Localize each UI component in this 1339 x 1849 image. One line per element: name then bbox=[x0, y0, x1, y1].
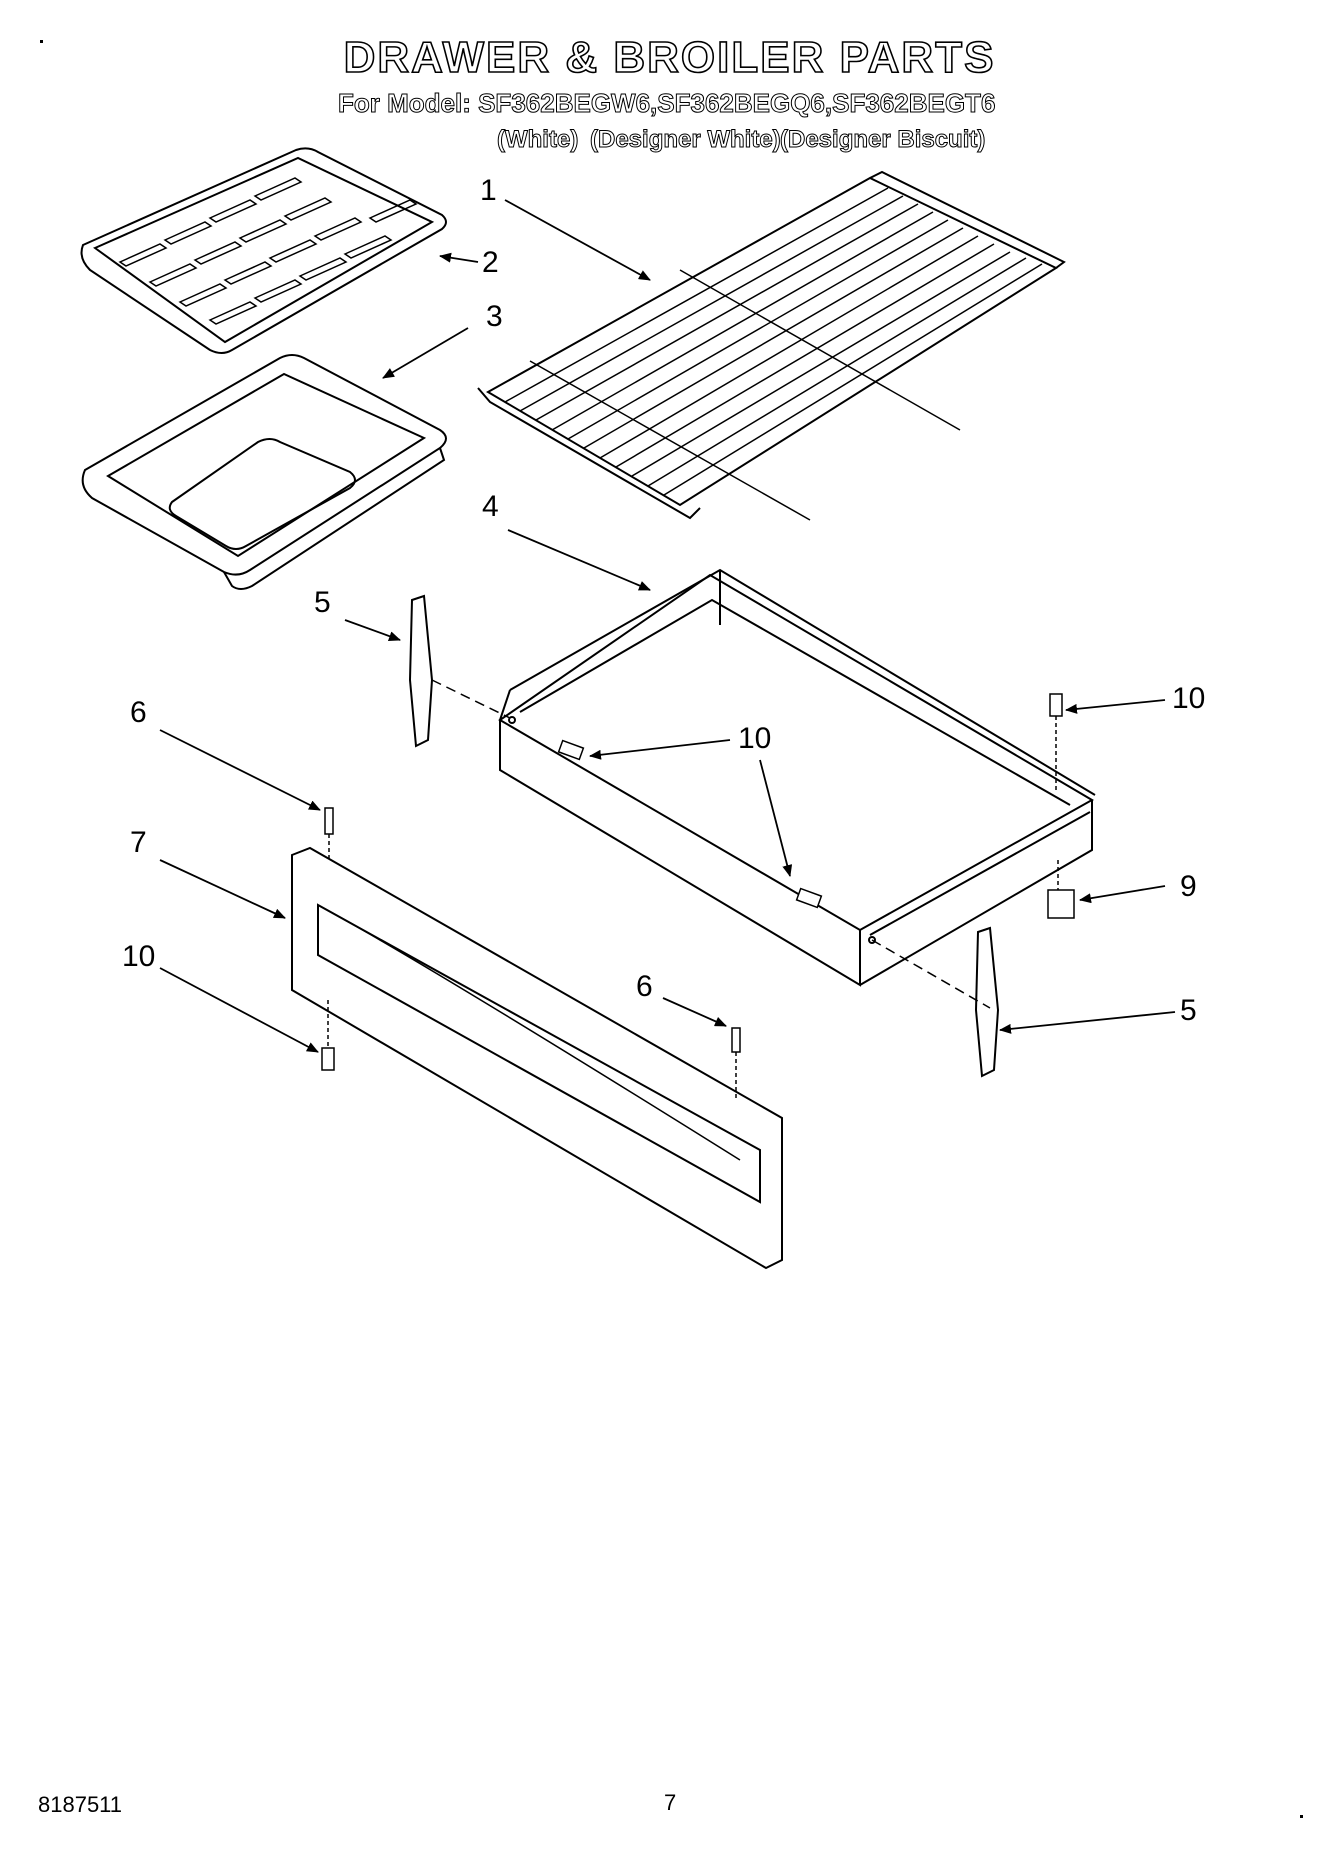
callout-10-right: 10 bbox=[1172, 682, 1205, 715]
rack-drawing bbox=[477, 170, 1066, 521]
clip-drawing bbox=[1047, 860, 1075, 919]
callout-5-left: 5 bbox=[314, 586, 331, 619]
leader-arrow-9 bbox=[1079, 885, 1166, 904]
screw-center-drawing bbox=[557, 739, 585, 761]
variant-white: (White) bbox=[496, 126, 579, 154]
leader-arrow-10-right bbox=[1065, 699, 1166, 714]
callout-2: 2 bbox=[482, 246, 499, 279]
leader-arrow-5-right bbox=[999, 1011, 1176, 1034]
callout-3: 3 bbox=[486, 300, 503, 333]
leader-arrow-10-lower bbox=[759, 759, 793, 877]
pin-left-drawing bbox=[324, 807, 334, 860]
slide-right-alignment-line bbox=[871, 939, 991, 1009]
slide-right-drawing bbox=[974, 926, 1000, 1078]
scan-speck bbox=[1300, 1815, 1303, 1818]
screw-front-drawing bbox=[321, 1000, 335, 1071]
leader-arrow-3 bbox=[382, 327, 469, 379]
page-title: DRAWER & BROILER PARTS bbox=[343, 32, 996, 83]
leader-arrow-7 bbox=[159, 859, 286, 919]
leader-arrow-4 bbox=[507, 529, 651, 591]
callout-10-center: 10 bbox=[738, 722, 771, 755]
callout-5-right: 5 bbox=[1180, 994, 1197, 1027]
slide-left-alignment-line bbox=[431, 679, 511, 719]
callout-7: 7 bbox=[130, 826, 147, 859]
screw-right-top-drawing bbox=[1049, 693, 1063, 790]
callout-6-right: 6 bbox=[636, 970, 653, 1003]
slide-left-drawing bbox=[408, 594, 434, 748]
variant-designer-biscuit: (Designer Biscuit) bbox=[779, 126, 986, 154]
leader-arrow-10-front bbox=[159, 967, 319, 1053]
leader-arrow-10-center bbox=[589, 739, 731, 760]
screw-center-lower-drawing bbox=[795, 887, 823, 909]
model-line: For Model: SF362BEGW6,SF362BEGQ6,SF362BE… bbox=[337, 88, 996, 119]
pin-right-drawing bbox=[731, 1027, 741, 1098]
leader-arrow-1 bbox=[504, 199, 651, 281]
leader-arrow-6-right bbox=[662, 997, 727, 1027]
scan-speck bbox=[40, 40, 43, 43]
drawer-front-drawing bbox=[291, 846, 783, 1270]
variant-designer-white: (Designer White) bbox=[590, 126, 782, 154]
page-number: 7 bbox=[664, 1790, 677, 1815]
callout-9: 9 bbox=[1180, 870, 1197, 903]
leader-arrow-5-left bbox=[344, 619, 401, 641]
broiler-pan-drawing bbox=[81, 354, 447, 590]
callout-10-front: 10 bbox=[122, 940, 155, 973]
broiler-grid-drawing bbox=[80, 147, 447, 354]
callout-6-left: 6 bbox=[130, 696, 147, 729]
callout-1: 1 bbox=[480, 174, 497, 207]
leader-arrow-2 bbox=[439, 252, 479, 263]
leader-arrow-6-left bbox=[159, 729, 321, 811]
callout-4: 4 bbox=[482, 490, 499, 523]
drawer-body-drawing bbox=[498, 568, 1096, 987]
document-number: 8187511 bbox=[38, 1792, 123, 1817]
